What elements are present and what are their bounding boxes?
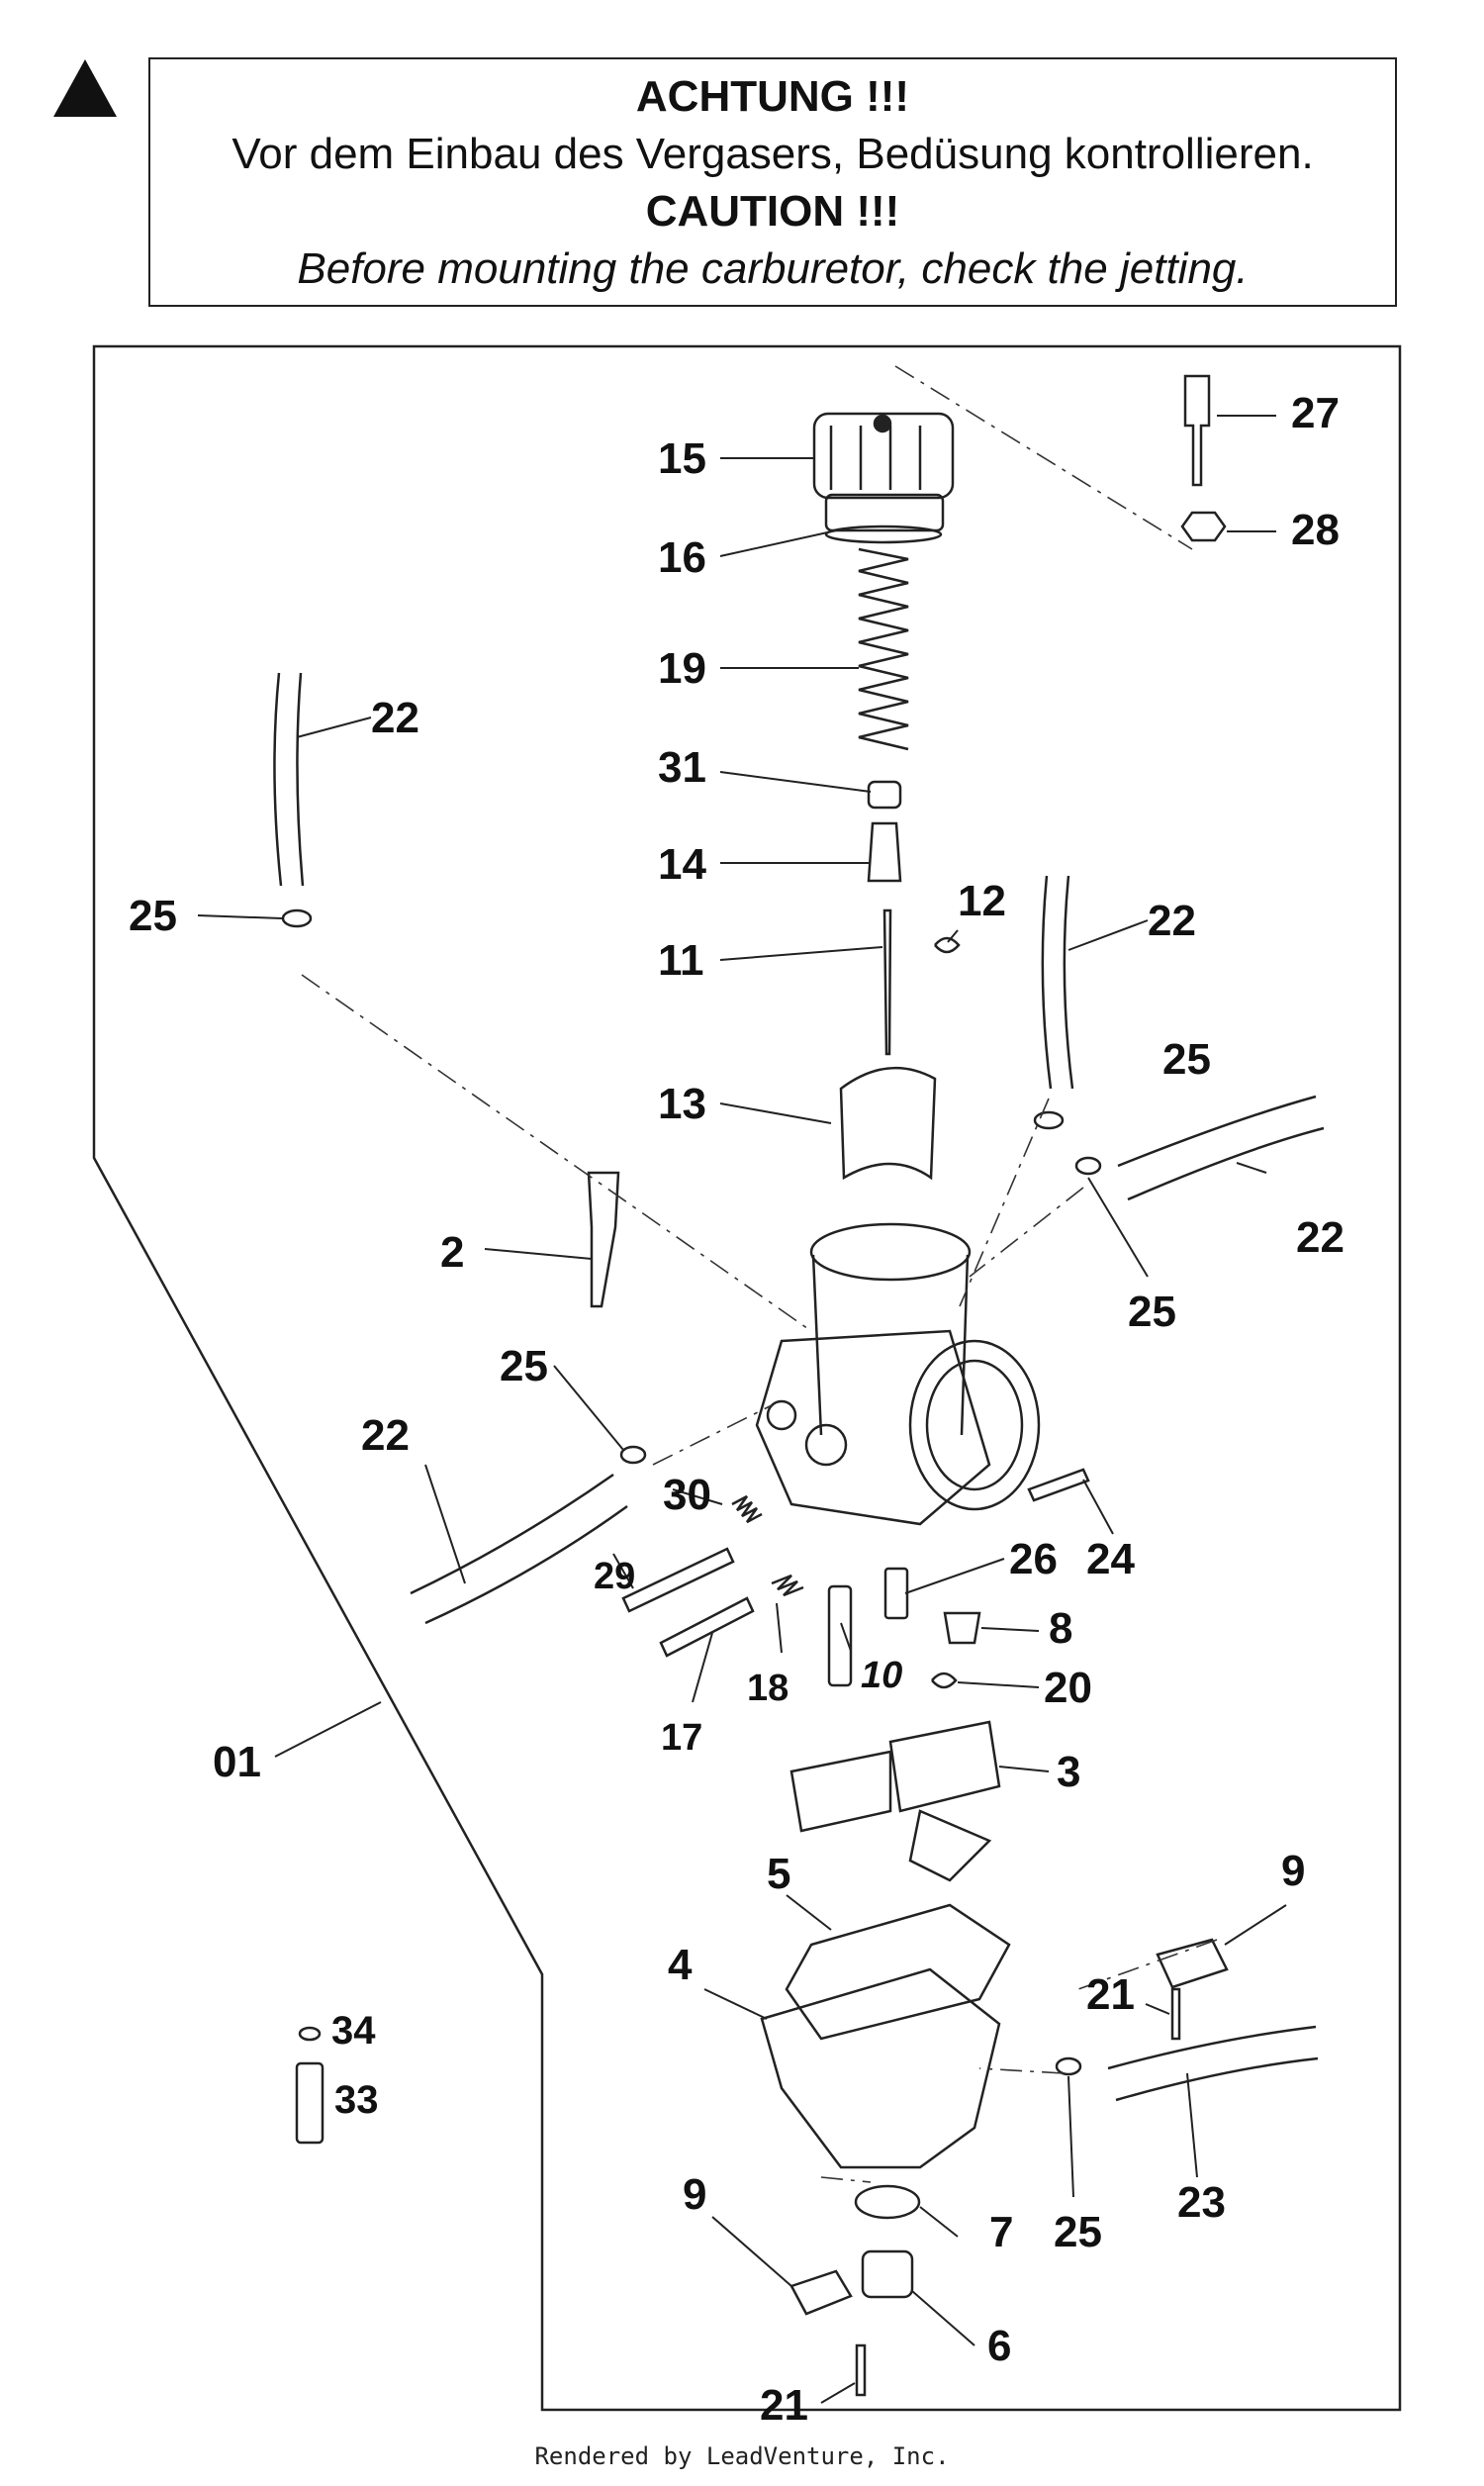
callout-01: 01 [213,1738,261,1786]
notice-text-en: Before mounting the carburetor, check th… [297,244,1249,293]
callout-16: 16 [658,533,706,582]
assembly-outline [92,344,1402,2412]
part-33 [295,2061,325,2145]
callout-4: 4 [668,1941,693,1989]
part-oring [854,2184,921,2220]
part-clip-12 [934,936,961,954]
notice-text-de: Vor dem Einbau des Vergasers, Bedüsung k… [232,130,1314,178]
hose-left [410,1473,628,1625]
callout-22: 22 [1296,1213,1345,1262]
clip-25 [1033,1110,1065,1130]
callout-18: 18 [747,1668,788,1709]
part-spring [858,547,909,751]
caution-notice: ACHTUNG !!! Vor dem Einbau des Vergasers… [148,57,1397,307]
callout-25: 25 [500,1342,548,1390]
callout-21: 21 [1086,1970,1135,2019]
callout-20: 20 [1044,1664,1092,1712]
part-cap [812,412,955,544]
hose-right [1117,1095,1325,1201]
part-10 [827,1584,853,1687]
callout-2: 2 [440,1228,464,1277]
part-20 [931,1672,958,1689]
part-26 [883,1567,909,1620]
callout-12: 12 [958,877,1006,925]
callout-33: 33 [334,2078,379,2122]
part-screw-21 [855,2343,867,2397]
callout-28: 28 [1291,506,1340,554]
part-8 [943,1611,981,1645]
callout-3: 3 [1057,1748,1080,1796]
part-needle [882,908,892,1056]
part-float [789,1720,1001,1882]
clip-25 [1074,1156,1102,1176]
notice-title-en: CAUTION !!! [645,187,900,236]
part-14 [867,821,902,883]
callout-24: 24 [1086,1535,1135,1583]
part-29 [621,1547,735,1613]
callout-26: 26 [1009,1535,1058,1583]
part-2 [587,1171,620,1308]
hose-top-right [1041,875,1074,1090]
callout-6: 6 [987,2322,1011,2370]
callout-22: 22 [371,694,419,742]
callout-22: 22 [1148,897,1196,945]
part-plug [861,2249,914,2299]
part-slide [839,1066,937,1181]
callout-29: 29 [594,1556,635,1597]
part-plate-9 [789,2269,853,2316]
callout-9: 9 [683,2170,706,2219]
clip-25 [1055,2056,1082,2076]
callout-30: 30 [663,1471,711,1519]
callout-13: 13 [658,1080,706,1128]
hose-lower-right [1107,2025,1319,2102]
callout-17: 17 [661,1717,702,1759]
part-17 [659,1596,755,1658]
callout-8: 8 [1049,1604,1072,1653]
part-gasket [785,1903,1011,2041]
callout-5: 5 [767,1850,790,1898]
callout-10: 10 [861,1655,902,1696]
carburetor-body [755,1222,1041,1526]
callout-25: 25 [1128,1288,1176,1336]
callout-25: 25 [1054,2208,1102,2256]
part-27 [1183,374,1211,487]
clip-25 [619,1445,647,1465]
notice-title-de: ACHTUNG !!! [635,72,910,121]
callout-11: 11 [658,936,704,985]
warning-triangle-icon [53,59,117,117]
footer-credit: Rendered by LeadVenture, Inc. [534,2442,950,2470]
part-18 [771,1574,804,1597]
part-screw-21 [1170,1987,1181,2041]
callout-21: 21 [760,2381,808,2430]
callout-34: 34 [331,2009,376,2053]
part-bowl [760,1967,1001,2169]
callout-25: 25 [1162,1035,1211,1084]
callout-27: 27 [1291,389,1340,437]
part-31 [867,780,902,810]
part-24 [1027,1468,1090,1502]
callout-9: 9 [1281,1847,1305,1895]
clip-25 [281,908,313,928]
part-30 [731,1494,763,1524]
callout-14: 14 [658,840,706,889]
callout-25: 25 [129,892,177,940]
hose-top-left [273,672,305,887]
callout-15: 15 [658,434,706,483]
part-34 [298,2026,322,2042]
callout-31: 31 [658,743,706,792]
callout-22: 22 [361,1411,410,1460]
callout-7: 7 [989,2208,1013,2256]
part-28 [1180,511,1227,542]
part-plate-9 [1156,1938,1229,1989]
callout-19: 19 [658,644,706,693]
callout-23: 23 [1177,2178,1226,2227]
